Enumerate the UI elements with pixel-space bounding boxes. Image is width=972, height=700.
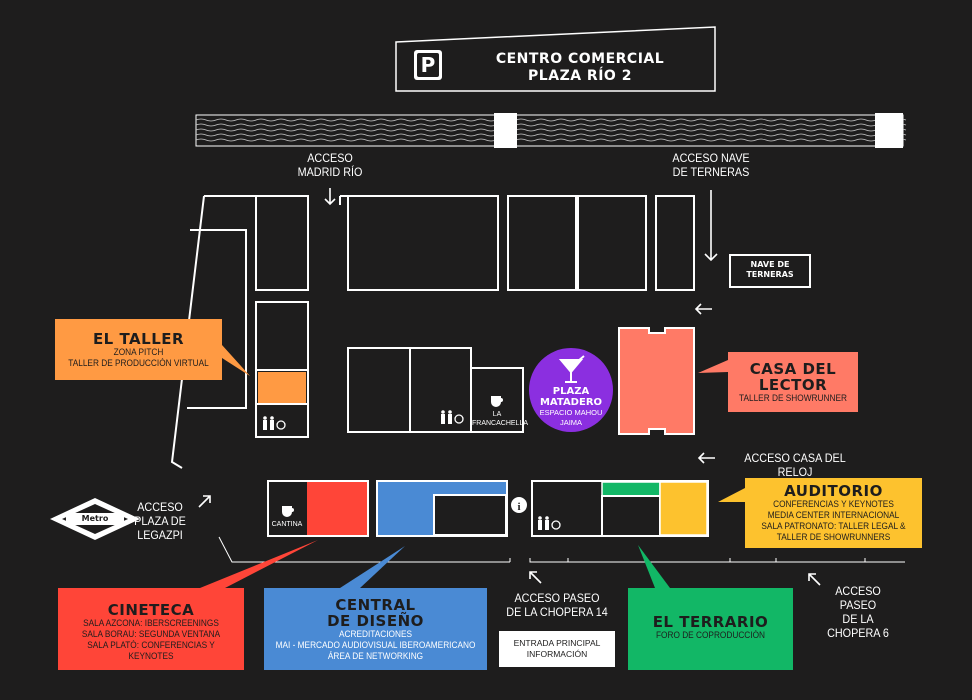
venue-title: EL TALLER	[92, 330, 185, 348]
parking-icon: P	[414, 50, 442, 80]
francachella-text: FRANCACHELLA	[472, 420, 529, 427]
access-text: CHOPERA 6	[827, 626, 889, 640]
auditorio-area	[659, 481, 708, 536]
metro-label: Metro	[81, 514, 109, 523]
access-text: LEGAZPI	[137, 528, 183, 542]
venue-title: AUDITORIO	[784, 482, 883, 500]
venue-line: TALLER DE PRODUCCIÓN VIRTUAL	[68, 358, 209, 368]
venue-line: SALA AZCONA: IBERSCREENINGS	[83, 618, 219, 628]
venue-line: TALLER DE SHOWRUNNERS	[776, 532, 891, 542]
nave-text: NAVE DE	[750, 260, 790, 269]
venue-line: CONFERENCIAS Y KEYNOTES	[773, 499, 894, 509]
arrow-up-left-icon	[529, 571, 542, 584]
cineteca-label[interactable]: CINETECA SALA AZCONA: IBERSCREENINGS SAL…	[58, 588, 244, 670]
access-casa-reloj: ACCESO CASA DEL RELOJ	[744, 451, 846, 479]
cineteca-area	[307, 482, 367, 535]
arrow-up-left-icon	[808, 573, 821, 586]
access-text: DE LA	[842, 612, 874, 626]
francachella-text: LA	[492, 411, 502, 418]
central-diseno-label[interactable]: CENTRAL DE DISEÑO ACREDITACIONES MAI - M…	[264, 588, 487, 670]
casa-del-lector-label[interactable]: CASA DEL LECTOR TALLER DE SHOWRUNNER	[728, 352, 858, 412]
venue-line: SALA PATRONATO: TALLER LEGAL &	[761, 521, 906, 531]
parking-sign-frame	[395, 26, 716, 92]
venue-title: EL TERRARIO	[652, 613, 769, 631]
access-text: DE LA CHOPERA 14	[506, 605, 608, 619]
access-text: PASEO	[839, 598, 877, 612]
venue-title: LECTOR	[758, 376, 828, 394]
venue-title: DE DISEÑO	[327, 612, 424, 630]
venue-line: MAI - MERCADO AUDIOVISUAL IBEROAMERICANO	[275, 640, 476, 650]
venue-line: TALLER DE SHOWRUNNER	[739, 393, 847, 403]
nave-text: TERNERAS	[746, 270, 794, 279]
entrada-text: INFORMACIÓN	[526, 649, 588, 659]
venue-line: ZONA PITCH	[113, 347, 164, 357]
access-text: MADRID RÍO	[297, 165, 363, 179]
coffee-icon	[282, 396, 503, 517]
plaza-title: MATADERO	[539, 397, 603, 408]
access-text: ACCESO NAVE	[672, 151, 750, 165]
access-text: DE TERNERAS	[672, 165, 750, 179]
buildings	[170, 195, 811, 537]
arrow-down-icon	[704, 190, 718, 262]
parking-letter: P	[417, 53, 439, 77]
plaza-matadero-circle	[529, 348, 613, 432]
arrow-down-icon	[324, 188, 336, 206]
cantina-label: CANTINA	[271, 521, 303, 528]
venue-title: CASA DEL	[749, 360, 837, 378]
access-text: ACCESO	[137, 500, 183, 514]
access-text: ACCESO	[307, 151, 353, 165]
el-taller-area	[258, 372, 306, 403]
mall-title: CENTRO COMERCIAL PLAZA RÍO 2	[455, 51, 705, 85]
venue-line: SALA PLATÓ: CONFERENCIAS Y KEYNOTES	[87, 640, 215, 661]
footpaths	[218, 536, 905, 563]
plaza-sub: ESPACIO MAHOU	[539, 408, 603, 417]
mall-title-line: PLAZA RÍO 2	[528, 68, 632, 84]
auditorio-label[interactable]: AUDITORIO CONFERENCIAS Y KEYNOTES MEDIA …	[745, 478, 922, 548]
river	[195, 113, 907, 148]
info-icon	[511, 497, 527, 513]
bridge	[494, 113, 517, 148]
access-text: ACCESO	[835, 584, 881, 598]
mall-title-line: CENTRO COMERCIAL	[495, 51, 665, 67]
plaza-sub: JAIMA	[559, 418, 583, 427]
venue-line: MEDIA CENTER INTERNACIONAL	[767, 510, 900, 520]
access-text: ACCESO PASEO	[514, 591, 600, 605]
venue-title: CENTRAL	[335, 596, 416, 614]
plaza-matadero-label: PLAZA MATADERO ESPACIO MAHOU JAIMA	[529, 386, 613, 428]
svg-text:i: i	[517, 501, 520, 513]
arrow-left-icon	[694, 303, 712, 315]
arrow-up-right-icon	[198, 495, 211, 508]
bridge	[875, 113, 903, 148]
casa-del-lector-area	[618, 327, 695, 435]
terrario-area	[601, 481, 661, 497]
restroom-icon	[263, 410, 561, 530]
venue-title: CINETECA	[107, 601, 195, 619]
metro-logo-icon	[50, 498, 140, 540]
access-text: PLAZA DE	[134, 514, 186, 528]
el-taller-label[interactable]: EL TALLER ZONA PITCH TALLER DE PRODUCCIÓ…	[55, 319, 222, 380]
el-terrario-label[interactable]: EL TERRARIO FORO DE COPRODUCCIÓN	[628, 588, 793, 670]
plaza-title: PLAZA	[552, 386, 590, 397]
venue-line: ÁREA DE NETWORKING	[327, 651, 424, 661]
arrow-left-icon	[697, 452, 715, 464]
entrada-text: ENTRADA PRINCIPAL	[513, 638, 601, 648]
venue-line: ACREDITACIONES	[339, 629, 412, 639]
venue-line: FORO DE COPRODUCCIÓN	[655, 630, 766, 640]
la-francachella-label: LA FRANCACHELLA	[472, 410, 529, 428]
venue-line: SALA BORAU: SEGUNDA VENTANA	[81, 629, 221, 639]
cocktail-icon	[558, 355, 585, 383]
